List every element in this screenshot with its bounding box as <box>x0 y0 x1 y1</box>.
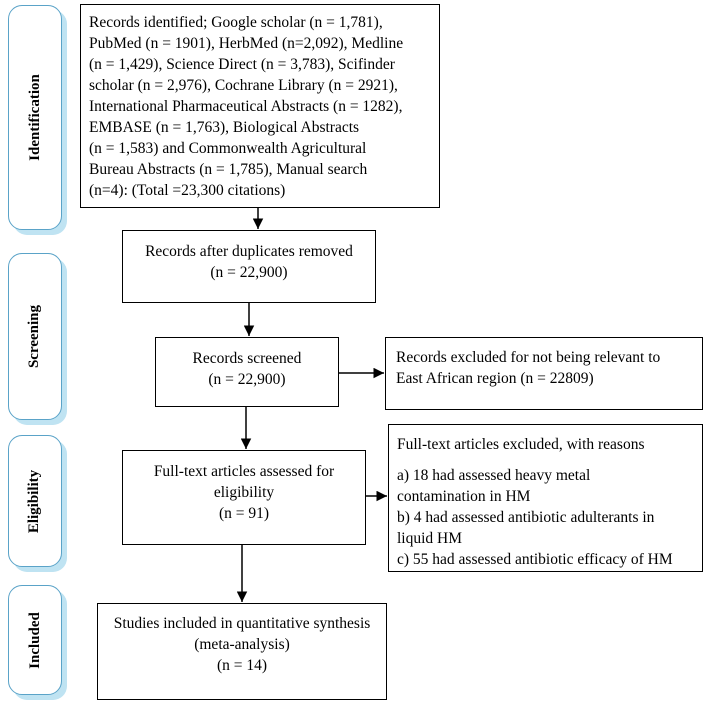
excluded-reason-c: c) 55 had assessed antibiotic efficacy o… <box>397 551 673 568</box>
identified-line-7: (n = 1,583) and Commonwealth Agricultura… <box>89 140 367 157</box>
excluded-reason-b-cont: liquid HM <box>397 530 463 547</box>
included-line-2: (meta-analysis) <box>194 636 290 653</box>
excluded-reason-b: b) 4 had assessed antibiotic adulterants… <box>397 509 655 526</box>
duplicates-removed-box: Records after duplicates removed (n = 22… <box>122 230 376 303</box>
assessed-line-1: Full-text articles assessed for <box>153 463 335 480</box>
identified-line-6: EMBASE (n = 1,763), Biological Abstracts <box>89 119 360 136</box>
included-line-1: Studies included in quantitative synthes… <box>113 615 371 632</box>
excluded-reason-a-cont: contamination in HM <box>397 488 531 505</box>
identified-line-5: International Pharmaceutical Abstracts (… <box>89 98 403 115</box>
screened-line-1: Records screened <box>192 350 302 367</box>
assessed-line-3: (n = 91) <box>218 505 270 522</box>
excluded-heading: Full-text articles excluded, with reason… <box>397 436 645 453</box>
fulltext-excluded-box: Full-text articles excluded, with reason… <box>388 424 703 572</box>
excluded-region-line-2: East African region (n = 22809) <box>396 370 594 387</box>
fulltext-assessed-box: Full-text articles assessed for eligibil… <box>122 450 366 545</box>
phase-identification: Identification <box>8 5 62 230</box>
phase-screening: Screening <box>8 253 62 420</box>
identified-line-8: Bureau Abstracts (n = 1,785), Manual sea… <box>89 161 368 178</box>
identified-line-1: Records identified; Google scholar (n = … <box>89 14 383 31</box>
phase-included: Included <box>8 585 62 695</box>
records-excluded-region-box: Records excluded for not being relevant … <box>385 337 703 410</box>
identified-line-4: scholar (n = 2,976), Cochrane Library (n… <box>89 77 398 94</box>
duplicates-line-2: (n = 22,900) <box>210 264 288 281</box>
identified-line-3: (n = 1,429), Science Direct (n = 3,783),… <box>89 56 395 73</box>
screened-line-2: (n = 22,900) <box>208 371 286 388</box>
assessed-line-2: eligibility <box>213 484 275 501</box>
included-line-3: (n = 14) <box>216 657 268 674</box>
records-identified-box: Records identified; Google scholar (n = … <box>80 4 440 208</box>
duplicates-line-1: Records after duplicates removed <box>145 243 353 260</box>
excluded-reason-a: a) 18 had assessed heavy metal <box>397 467 591 484</box>
identified-line-9: (n=4): (Total =23,300 citations) <box>89 182 286 199</box>
identified-line-2: PubMed (n = 1901), HerbMed (n=2,092), Me… <box>89 35 404 52</box>
phase-eligibility: Eligibility <box>8 435 62 567</box>
records-screened-box: Records screened (n = 22,900) <box>155 337 339 407</box>
studies-included-box: Studies included in quantitative synthes… <box>97 603 387 700</box>
excluded-region-line-1: Records excluded for not being relevant … <box>396 349 661 366</box>
